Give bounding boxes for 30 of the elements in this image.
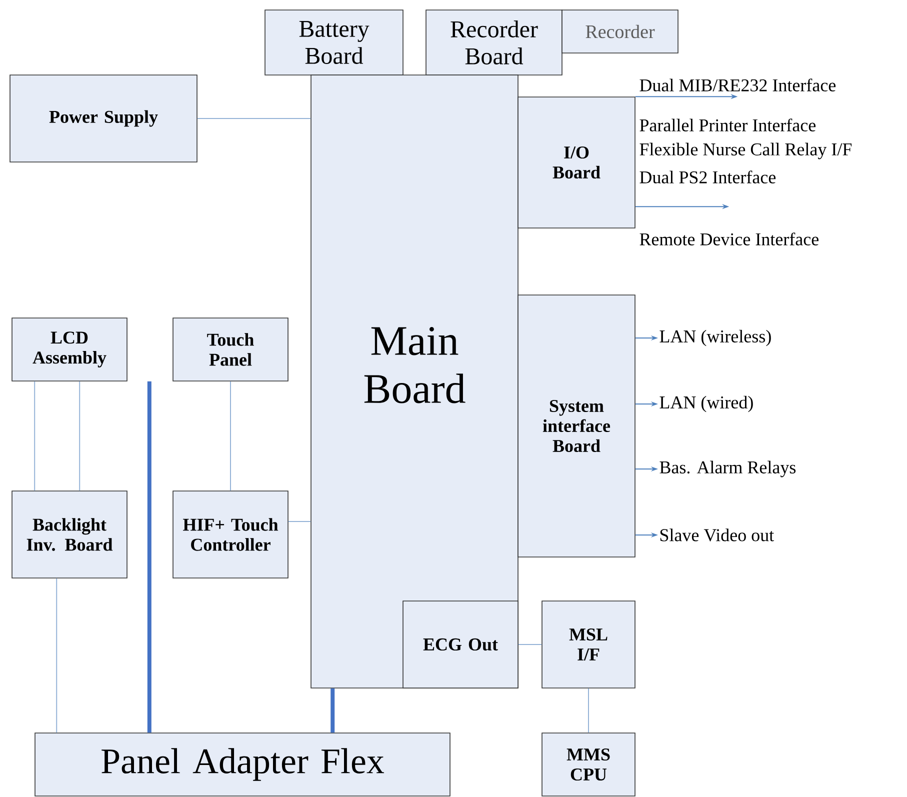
port-label: LAN (wired) [660, 396, 753, 412]
board-box: MSL I/F [542, 600, 636, 688]
board-box: HIF+ Touch Controller [172, 490, 288, 578]
connector-line [79, 380, 80, 492]
port-label: Bas. Alarm Relays [660, 460, 796, 478]
board-box: I/O Board [518, 96, 636, 228]
board-box: Power Supply [10, 74, 198, 162]
connector-line [230, 380, 231, 492]
board-box: Recorder [562, 10, 678, 54]
port-label: Remote Device Interface [640, 232, 818, 246]
connector-line [518, 644, 542, 645]
connector-line [588, 688, 589, 734]
connector-line [56, 578, 58, 734]
board-box: ECG Out [402, 600, 518, 688]
board-box: Touch Panel [172, 318, 288, 382]
board-box: MMS CPU [542, 732, 636, 796]
board-box: Backlight Inv. Board [12, 490, 128, 578]
bus-line [147, 381, 152, 733]
board-box: LCD Assembly [12, 318, 128, 382]
port-label: LAN (wireless) [660, 330, 771, 346]
connector-line [34, 380, 36, 492]
port-label: Dual MIB/RE232 Interface [640, 78, 836, 92]
port-label: Slave Video out [660, 528, 774, 542]
board-box: Battery Board [264, 10, 404, 76]
board-box: Panel Adapter Flex [34, 732, 450, 796]
board-box: Recorder Board [426, 10, 562, 76]
connector-line [196, 118, 312, 119]
bus-line [330, 688, 335, 733]
connector-line [288, 521, 312, 522]
board-box: System interface Board [518, 294, 636, 558]
